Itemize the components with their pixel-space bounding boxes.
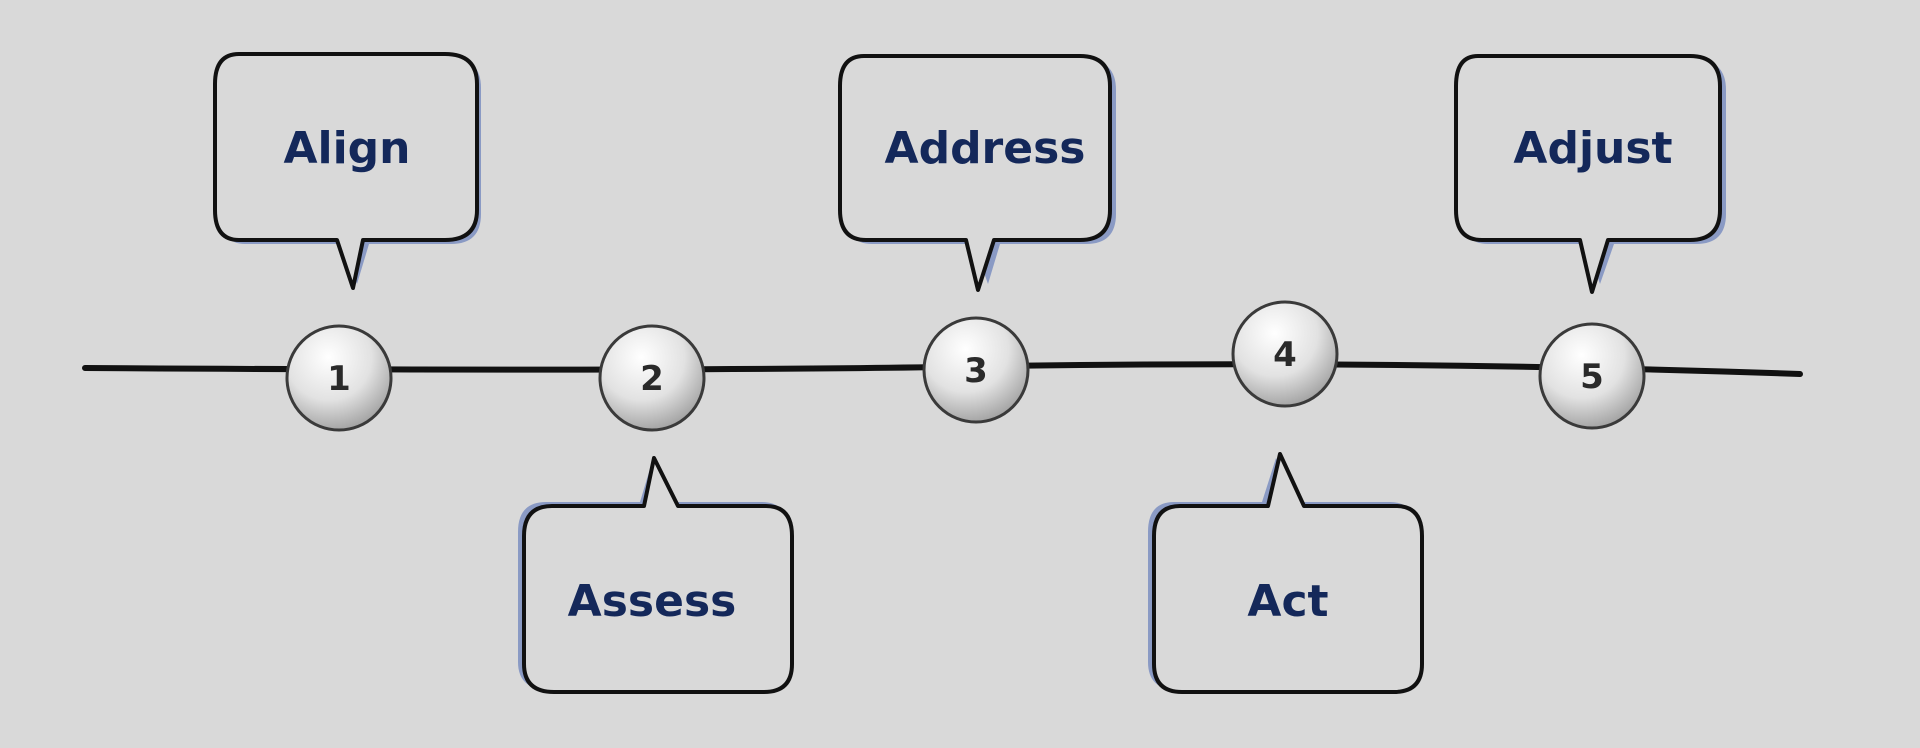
callout-step-1: Align: [213, 52, 481, 290]
callout-label: Adjust: [1513, 123, 1672, 174]
step-number: 4: [1273, 335, 1297, 375]
step-5: Adjust 5: [1454, 54, 1726, 430]
callout-label: Assess: [568, 576, 737, 627]
step-node-2: 2: [598, 324, 706, 432]
step-node-3: 3: [922, 316, 1030, 424]
callout-bubble: [213, 52, 479, 290]
callout-step-5: Adjust: [1454, 54, 1726, 294]
callout-step-2: Assess: [518, 456, 794, 694]
step-node-4: 4: [1231, 300, 1339, 408]
callout-label: Align: [283, 123, 410, 174]
callout-bubble: [838, 54, 1112, 292]
step-1: Align 1: [213, 52, 481, 432]
callout-label: Address: [885, 123, 1086, 174]
callout-bubble: [522, 456, 794, 694]
step-2: Assess 2: [518, 324, 794, 694]
step-4: Act 4: [1148, 300, 1424, 694]
step-node-5: 5: [1538, 322, 1646, 430]
callout-bubble: [1152, 452, 1424, 694]
step-3: Address 3: [838, 54, 1116, 424]
step-number: 2: [640, 359, 664, 399]
callout-step-3: Address: [838, 54, 1116, 292]
callout-step-4: Act: [1148, 452, 1424, 694]
step-node-1: 1: [285, 324, 393, 432]
step-number: 5: [1580, 357, 1604, 397]
callout-label: Act: [1247, 576, 1328, 627]
step-number: 3: [964, 351, 988, 391]
callout-bubble: [1454, 54, 1722, 294]
step-number: 1: [327, 359, 351, 399]
